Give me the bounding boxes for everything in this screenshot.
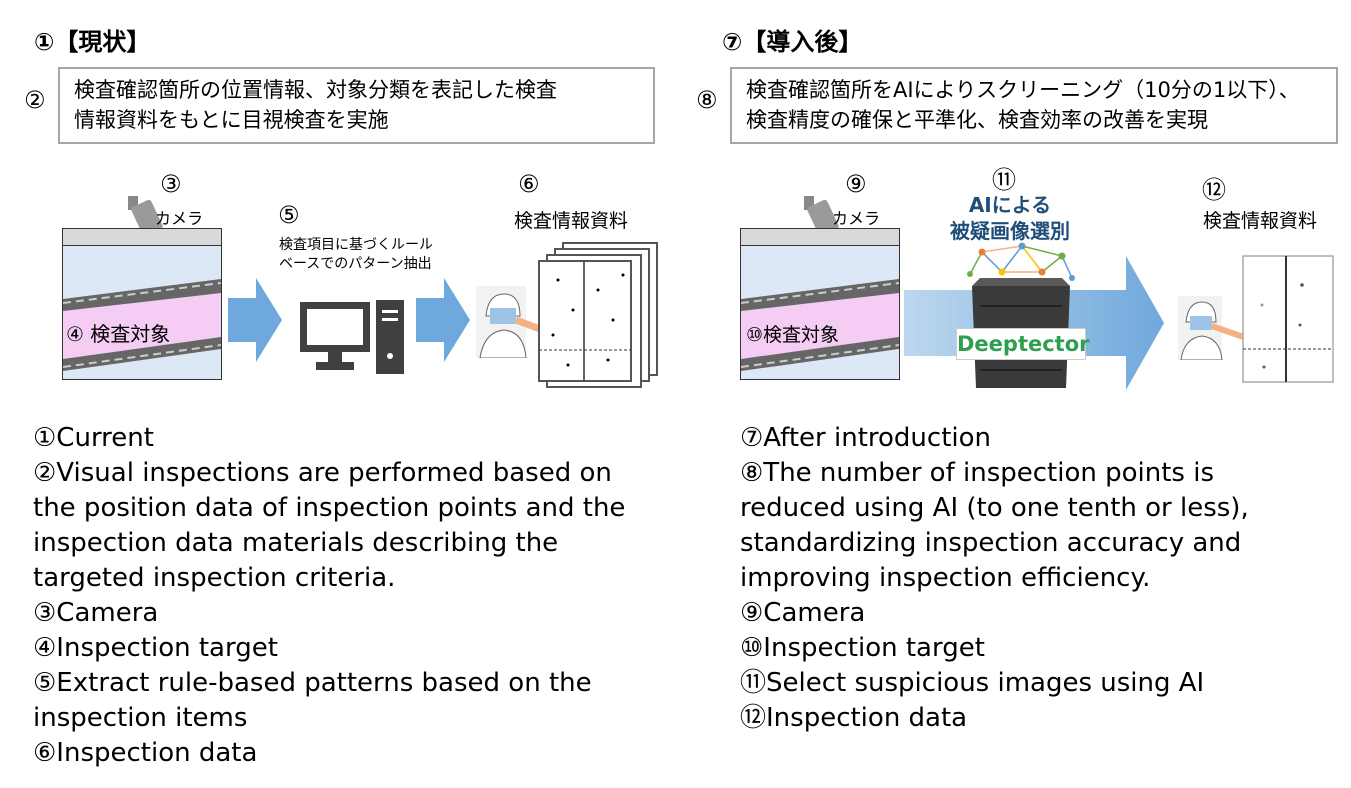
english-line: ②Visual inspections are performed based … (33, 458, 612, 488)
current-description-box: 検査確認箇所の位置情報、対象分類を表記した検査 情報資料をもとに目視検査を実施 (58, 67, 655, 144)
rule-line-2: ベースでのパターン抽出 (279, 256, 432, 272)
current-description-number: ② (24, 86, 46, 114)
camera-mount-bar (63, 229, 221, 246)
conveyor-belt-right (741, 279, 899, 371)
inspection-document-left (538, 260, 632, 382)
english-line: ⑦After introduction (740, 423, 992, 453)
english-line: ⑨Camera (740, 598, 866, 628)
english-line: the position data of inspection points a… (33, 493, 626, 523)
english-line: ①Current (33, 423, 154, 453)
ai-network-server-icon (967, 242, 1075, 388)
inspection-scene-left (62, 228, 222, 380)
inspection-target-label-left: ④ 検査対象 (66, 322, 171, 346)
deeptector-logo: Deeptector (956, 328, 1090, 360)
camera-number-left: ③ (160, 170, 182, 198)
conveyor-belt-left (63, 279, 221, 371)
flow-arrow-1 (228, 278, 282, 362)
ai-selection-line-2: 被疑画像選別 (950, 219, 1070, 243)
ai-selection-number: ⑪ (992, 166, 1016, 194)
english-line: ④Inspection target (33, 633, 278, 663)
camera-label-right: カメラ (832, 209, 881, 228)
after-description-line-1: 検査確認箇所をAIによりスクリーニング（10分の1以下）、 (746, 78, 1300, 102)
english-description-left: ①Current ②Visual inspections are perform… (33, 421, 625, 771)
english-line: inspection items (33, 703, 248, 733)
english-line: ⑤Extract rule-based patterns based on th… (33, 668, 592, 698)
inspection-data-label-left: 検査情報資料 (514, 210, 629, 232)
camera-mount-bar (741, 229, 899, 246)
rule-line-1: 検査項目に基づくルール (279, 237, 433, 253)
after-heading-number: ⑦ (722, 28, 743, 56)
current-description-line-1: 検査確認箇所の位置情報、対象分類を表記した検査 (74, 78, 557, 102)
ai-selection-line-1: AIによる (968, 193, 1052, 217)
english-line: targeted inspection criteria. (33, 563, 396, 593)
after-heading: ⑦【導入後】 (722, 22, 862, 57)
after-description-box: 検査確認箇所をAIによりスクリーニング（10分の1以下）、 検査精度の確保と平準… (730, 67, 1338, 144)
english-line: ⑫Inspection data (740, 703, 968, 733)
english-line: ③Camera (33, 598, 159, 628)
computer-icon (300, 300, 404, 374)
current-description-line-2: 情報資料をもとに目視検査を実施 (74, 108, 389, 132)
inspection-scene-right (740, 228, 900, 380)
english-description-right: ⑦After introduction ⑧The number of inspe… (740, 421, 1249, 736)
english-line: inspection data materials describing the (33, 528, 559, 558)
inspection-data-label-right: 検査情報資料 (1203, 210, 1318, 232)
inspection-data-number-right: ⑫ (1202, 176, 1226, 204)
inspection-document-right (1242, 255, 1334, 383)
english-line: standardizing inspection accuracy and (740, 528, 1242, 558)
english-line: reduced using AI (to one tenth or less), (740, 493, 1249, 523)
ai-selection-label: AIによる 被疑画像選別 (948, 192, 1072, 244)
after-description-line-2: 検査精度の確保と平準化、検査効率の改善を実現 (746, 108, 1208, 132)
english-line: ⑩Inspection target (740, 633, 985, 663)
flow-arrow-2 (416, 278, 470, 362)
inspection-data-number-left: ⑥ (518, 170, 540, 198)
current-heading: ①【現状】 (34, 22, 150, 57)
after-description-number: ⑧ (696, 86, 718, 114)
after-heading-text: 【導入後】 (742, 28, 863, 56)
camera-label-left: カメラ (155, 209, 204, 228)
rule-number: ⑤ (278, 201, 300, 229)
current-heading-text: 【現状】 (54, 28, 151, 56)
camera-number-right: ⑨ (845, 170, 867, 198)
inspection-target-label-right: ⑩検査対象 (746, 324, 840, 346)
rule-description: 検査項目に基づくルール ベースでのパターン抽出 (279, 236, 433, 274)
english-line: ⑧The number of inspection points is (740, 458, 1214, 488)
inspector-icon-right (1178, 296, 1253, 360)
current-heading-number: ① (34, 28, 55, 56)
english-line: improving inspection efficiency. (740, 563, 1151, 593)
english-line: ⑥Inspection data (33, 738, 258, 768)
english-line: ⑪Select suspicious images using AI (740, 668, 1205, 698)
